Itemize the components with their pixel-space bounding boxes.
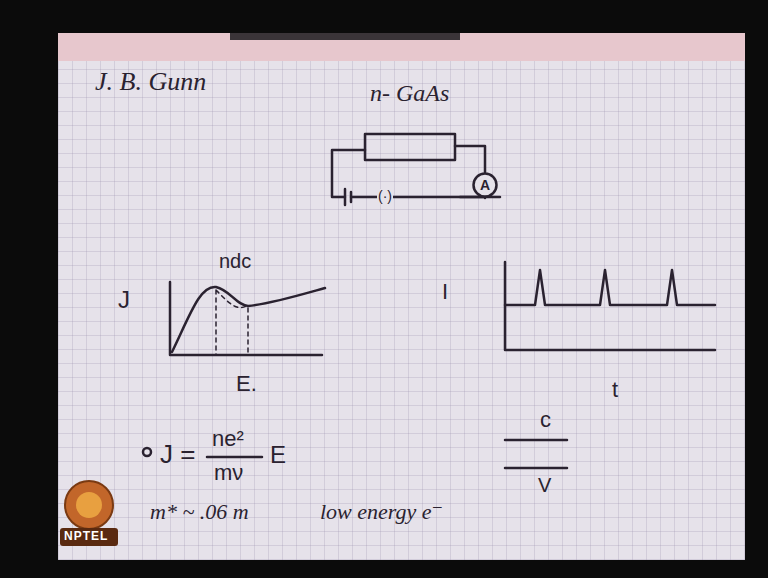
axis-label: t [612, 378, 618, 402]
logo [76, 492, 102, 518]
dashed-guide [216, 290, 248, 355]
axes [505, 262, 715, 350]
curve-label: ndc [219, 250, 251, 272]
capacitor-label: V [538, 474, 551, 496]
equation-part: E [270, 442, 286, 468]
capacitor-label: c [540, 408, 551, 432]
logo-plate [60, 528, 118, 546]
wire [455, 146, 485, 172]
note: m* ~ .06 m [150, 500, 249, 524]
switch-symbol: (·) [377, 189, 393, 204]
axes [170, 282, 322, 355]
current-pulses [505, 270, 715, 305]
equation-part: mν [214, 461, 243, 485]
meter-letter: A [472, 172, 498, 192]
axis-label: I [442, 280, 448, 304]
sample-bar [365, 134, 455, 160]
frame-tab [230, 33, 460, 40]
author-name: J. B. Gunn [95, 68, 206, 97]
logo-text: NPTEL [64, 530, 108, 543]
axis-label: E. [236, 372, 257, 396]
wire [351, 196, 500, 199]
axis-label: J [118, 287, 130, 313]
ammeter-symbol: A [472, 172, 498, 198]
bullet [143, 448, 151, 456]
note: low energy e⁻ [320, 500, 443, 524]
equation-part: J = [160, 440, 195, 469]
fraction-bar [207, 456, 262, 459]
capacitor-plates [505, 440, 567, 468]
logo [65, 481, 113, 529]
grid-paper [58, 33, 745, 560]
equation-part: ne² [212, 427, 244, 451]
material-name: n- GaAs [370, 80, 449, 106]
wire [332, 150, 365, 197]
